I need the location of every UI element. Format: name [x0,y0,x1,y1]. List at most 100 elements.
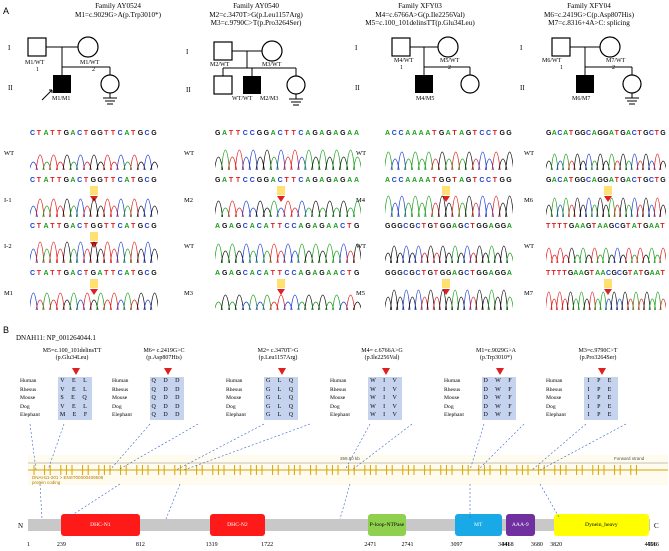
base-G: G [263,130,270,137]
base-T: T [589,270,595,277]
chrom-row-label-4-4: M7 [524,290,534,297]
base-G: G [643,223,649,230]
base-T: T [546,223,551,230]
base-G: G [391,223,397,230]
aa-row: G L Q [265,403,297,410]
base-T: T [235,130,241,137]
trace-peak [573,153,582,171]
base-G: G [500,223,507,230]
panel-a-label: A [3,6,10,16]
base-T: T [104,270,109,277]
base-T: T [568,177,574,184]
connector-line [351,423,413,471]
base-G: G [90,177,97,184]
base-G: G [326,177,333,184]
base-T: T [654,177,660,184]
base-A: A [124,223,130,230]
trace-peak [103,198,112,218]
base-T: T [470,270,476,277]
base-A: A [551,177,558,184]
base-A: A [319,177,325,184]
trace-peak [220,294,230,311]
trace-peak [89,198,99,218]
base-G: G [235,223,242,230]
base-C: C [557,130,563,137]
base-C: C [479,177,485,184]
base-A: A [385,177,391,184]
base-T: T [284,177,290,184]
trace-peak [590,247,599,264]
gen-I-label-4: I [520,44,523,52]
species-label: Dog [20,403,30,410]
pedigree-2-sibling [213,75,233,95]
base-T: T [432,177,437,184]
aa-row: D W F [483,403,515,410]
base-T: T [235,177,241,184]
base-C: C [586,177,592,184]
species-label: Mouse [226,395,242,402]
domain-p-loop-ntpase: P-loop-NTPase [368,514,406,536]
base-G: G [137,130,144,137]
chromatogram-trace [385,151,513,171]
base-A: A [312,223,318,230]
pedigree-4 [551,36,642,105]
family-4-title: Family XFY04 M6=c.2419G>C(p.Asp807His) M… [526,2,652,28]
base-A: A [459,177,465,184]
base-T: T [637,223,643,230]
trace-peak [426,245,435,264]
trace-peak [89,154,99,171]
base-A: A [319,130,325,137]
base-G: G [499,177,506,184]
variant-arrow [277,289,285,295]
base-C: C [117,270,124,277]
base-T: T [277,270,283,277]
base-A: A [124,270,130,277]
base-C: C [631,177,638,184]
base-A: A [506,223,513,230]
base-C: C [298,130,304,137]
base-T: T [347,223,352,230]
alignment-title-1: M5=c.100_101delinsTT(p.Glu34Leu) [22,348,122,362]
base-T: T [56,130,62,137]
base-G: G [438,130,445,137]
trace-peak [487,245,496,264]
gene-strand-label: Forward strand [614,456,645,461]
gen-II-label-4: II [520,84,525,92]
base-T: T [614,130,620,137]
ped-3-n2: 2 [448,65,451,71]
base-C: C [277,177,284,184]
variant-highlight [90,279,98,288]
species-label: Rhesus [546,386,563,393]
base-G: G [427,223,434,230]
aa-row: W I V [370,403,400,410]
trace-peak [339,243,349,264]
aa-row: W I V [370,412,400,419]
trace-peak [410,151,420,171]
pedigree-1 [27,36,120,105]
trace-peak [255,243,265,264]
family-1-variant-1: M1=c.9029G>A(p.Trp3010*) [74,10,162,19]
base-C: C [486,130,492,137]
base-C: C [256,270,263,277]
trace-peak [109,292,119,311]
trace-peak [659,247,666,264]
base-C: C [30,130,36,137]
ped-4-n1: 1 [560,65,563,71]
domain-dhc-n2: DHC-N2 [209,514,266,536]
base-T: T [104,223,109,230]
base-T: T [83,223,89,230]
base-A: A [333,223,339,230]
trace-peak [35,154,45,171]
aa-row: D W F [483,412,515,419]
aa-row: G L Q [265,412,297,419]
alignment-variant: M1=c.9029G>A [476,348,516,354]
chrom-row-label-1-4: M1 [4,290,14,297]
base-T: T [568,130,574,137]
alignment-title-3: M2= c.3470T>G(p.Leu1157Arg) [228,348,328,362]
chrom-row-label-1-3: I-2 [4,243,12,250]
base-G: G [312,130,319,137]
domain-end-pos: 1722 [261,542,274,548]
family-2-variant-2: M3=c.9790C>T(p.Pro3264Ser) [210,19,302,27]
aa-row: G L Q [265,386,297,393]
